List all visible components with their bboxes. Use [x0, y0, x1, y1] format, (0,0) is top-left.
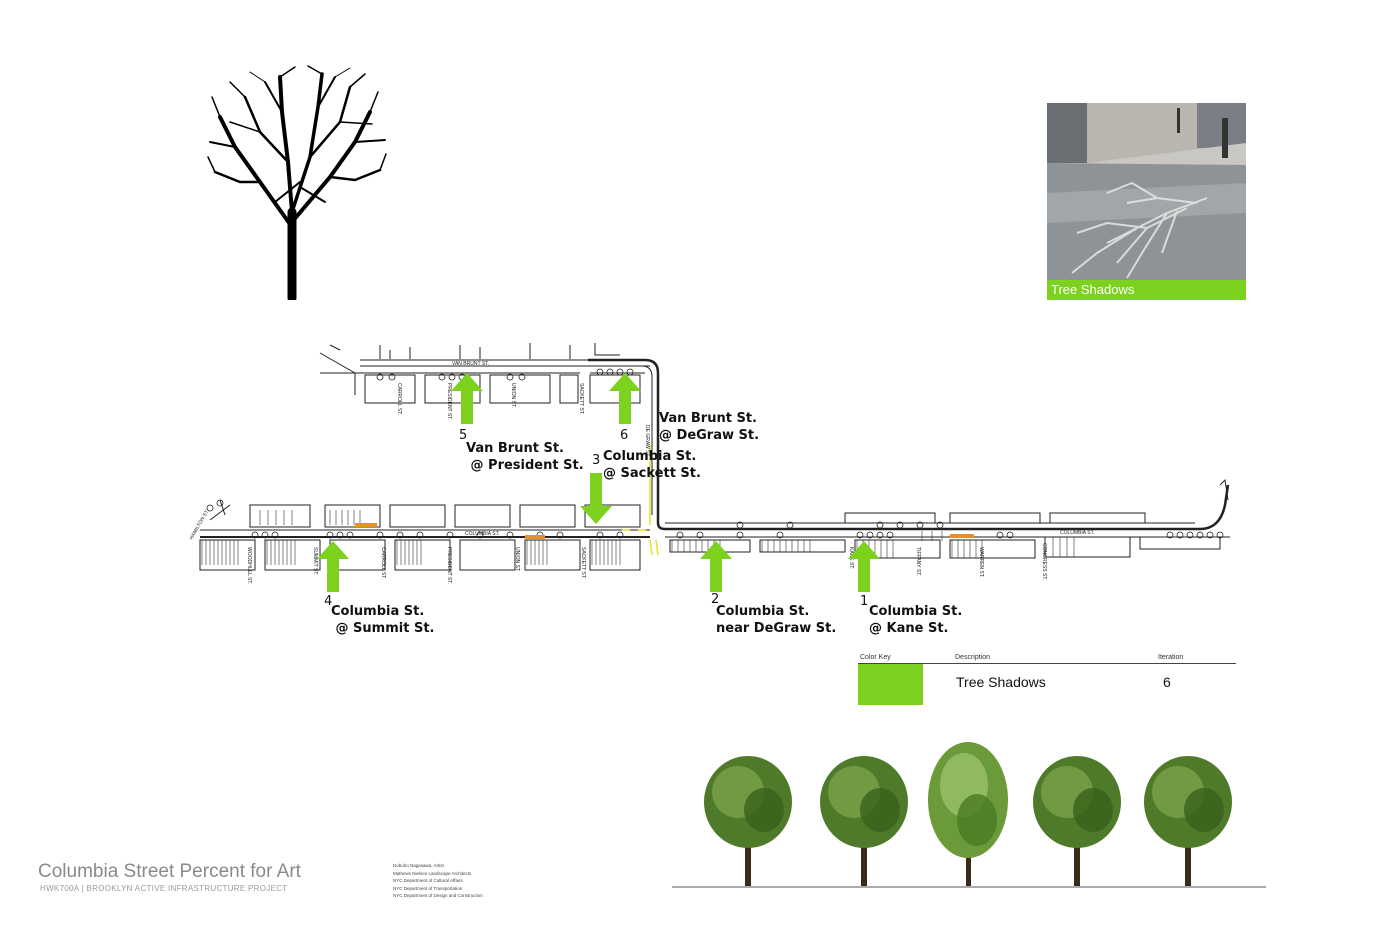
arrow-2-icon [700, 541, 732, 592]
map-label-sackett-lower: SACKETT ST. [580, 547, 586, 579]
arrow-3-icon [580, 473, 612, 524]
color-swatch [858, 664, 923, 705]
location-number-1: 1 [860, 594, 869, 609]
credits-list: Nobuho Nagasawa, Artist Mathews Nielsen … [393, 862, 513, 900]
credit-line: NYC Department of Design and Constructio… [393, 893, 483, 898]
arrow-1-icon [848, 541, 880, 592]
color-key-rule [858, 663, 1236, 664]
location-label-3: Columbia St. @ Sackett St. [603, 449, 701, 481]
key-iteration: 6 [1163, 674, 1171, 690]
location-label-5: Van Brunt St. @ President St. [466, 441, 584, 473]
tree-shadows-photo: Tree Shadows [1047, 103, 1246, 300]
arrow-4-icon [317, 541, 349, 592]
bare-tree-illustration [200, 62, 390, 300]
map-label-carroll-lower: CARROLL ST. [380, 547, 386, 579]
arrow-6-icon [609, 373, 641, 424]
map-label-columbia-east: COLUMBIA ST. [1060, 530, 1094, 536]
key-description: Tree Shadows [956, 674, 1046, 690]
color-key-table: Color Key Description Iteration Tree Sha… [858, 652, 1238, 707]
map-label-woodhull: WOODHULL ST. [246, 547, 252, 584]
location-label-6: Van Brunt St. @ DeGraw St. [659, 411, 760, 443]
street-map-drawing: VAN BRUNT ST. COLUMBIA ST. COLUMBIA ST. … [189, 343, 1230, 584]
photo-caption: Tree Shadows [1047, 280, 1246, 300]
street-photo-illustration [1047, 103, 1246, 280]
leafy-trees-icon [672, 742, 1266, 888]
location-number-5: 5 [459, 428, 468, 443]
map-label-carroll: CARROLL ST. [396, 383, 402, 415]
map-label-van-brunt: VAN BRUNT ST. [452, 361, 489, 367]
description-header: Description [955, 654, 991, 661]
credit-line: Mathews Nielsen Landscape Architects [393, 870, 472, 876]
location-number-3: 3 [592, 453, 601, 468]
location-number-6: 6 [620, 428, 629, 443]
color-key-header: Color Key [860, 654, 891, 661]
location-label-4: Columbia St. @ Summit St. [331, 604, 435, 636]
map-label-union: UNION ST. [510, 383, 516, 408]
credit-line: NYC Department of Cultural Affairs [393, 878, 463, 883]
tree-row-illustration [672, 740, 1266, 890]
project-subtitle: HWK700A | BROOKLYN ACTIVE INFRASTRUCTURE… [40, 884, 288, 893]
map-label-union-lower: UNION ST. [514, 547, 520, 572]
map-label-president-lower: PRESIDENT ST. [446, 547, 452, 584]
iteration-header: Iteration [1158, 654, 1184, 661]
map-label-sackett: SACKETT ST. [578, 383, 584, 415]
credit-line: NYC Department of Transportation [393, 885, 463, 891]
arrow-5-icon [451, 373, 483, 424]
map-label-degraw: DE GRAW ST. [644, 425, 650, 457]
map-label-congress: CONGRESS ST. [1041, 543, 1047, 580]
map-label-tiffany: TIFFANY ST. [915, 547, 921, 576]
location-label-1: Columbia St. @ Kane St. [869, 604, 963, 636]
location-number-2: 2 [711, 592, 720, 607]
map-label-president: PRESIDENT ST. [446, 383, 452, 420]
location-number-4: 4 [324, 594, 333, 609]
credit-line: Nobuho Nagasawa, Artist [393, 863, 444, 868]
map-label-columbia-west: COLUMBIA ST. [465, 531, 499, 537]
bare-tree-icon [207, 65, 387, 300]
map-label-warren: WARREN ST. [978, 547, 984, 578]
location-label-2: Columbia St. near DeGraw St. [716, 604, 837, 636]
project-title: Columbia Street Percent for Art [38, 861, 301, 882]
street-map: VAN BRUNT ST. COLUMBIA ST. COLUMBIA ST. … [180, 325, 1250, 585]
map-label-summit: SUMMIT ST. [312, 547, 318, 575]
